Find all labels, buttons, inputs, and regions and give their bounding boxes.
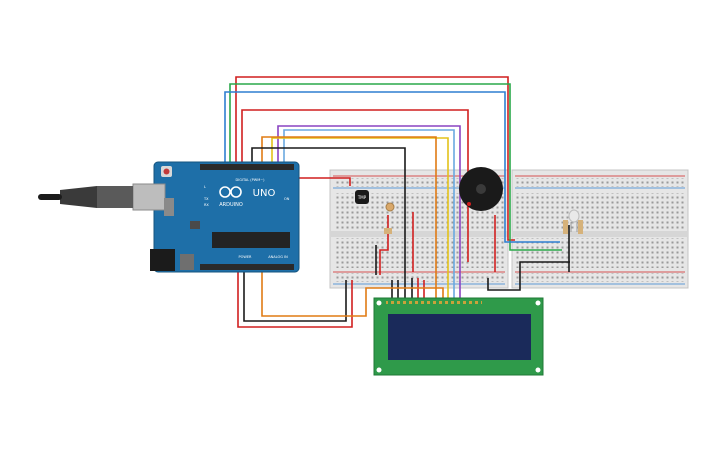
l-led-label: L [204, 185, 206, 189]
tx-led-label: TX [203, 197, 209, 201]
resistor-right-2 [578, 220, 583, 234]
wire-black-top [251, 147, 406, 298]
wire-purple [277, 125, 461, 298]
power-header-label: POWER [239, 255, 253, 259]
wire-red-pin [290, 177, 351, 186]
arduino-model: UNO [253, 188, 276, 199]
usb-cable [38, 186, 133, 208]
wire-yellow [271, 137, 449, 298]
wire-orange-bottom [261, 270, 444, 317]
wire-orange-top [261, 136, 437, 298]
arduino-brand: ARDUINO [219, 202, 243, 208]
resistor-left [384, 228, 392, 234]
arduino-uno-board: ARDUINO UNO DIGITAL (PWM~) POWER ANALOG … [132, 161, 300, 273]
arduino-logo-icon [219, 186, 242, 198]
wire-lightblue [283, 129, 455, 298]
lcd-display [373, 297, 544, 376]
piezo-buzzer [459, 167, 503, 211]
led-right [568, 209, 580, 232]
wire-black-bridge [487, 261, 570, 291]
rx-led-label: RX [204, 203, 209, 207]
wire-green-top [229, 83, 562, 251]
digital-header-label: DIGITAL (PWM~) [235, 178, 265, 182]
wire-blue-top [224, 91, 560, 243]
wire-black-bottom [243, 270, 347, 322]
photoresistor [385, 202, 395, 212]
on-led-label: ON [284, 197, 290, 201]
analog-header-label: ANALOG IN [268, 255, 288, 259]
resistor-right-1 [563, 220, 568, 234]
sensor-label: TMP [357, 195, 367, 200]
wire-red-bottom [237, 270, 353, 328]
temperature-sensor: TMP [355, 190, 369, 204]
breadboard-right [511, 169, 689, 289]
